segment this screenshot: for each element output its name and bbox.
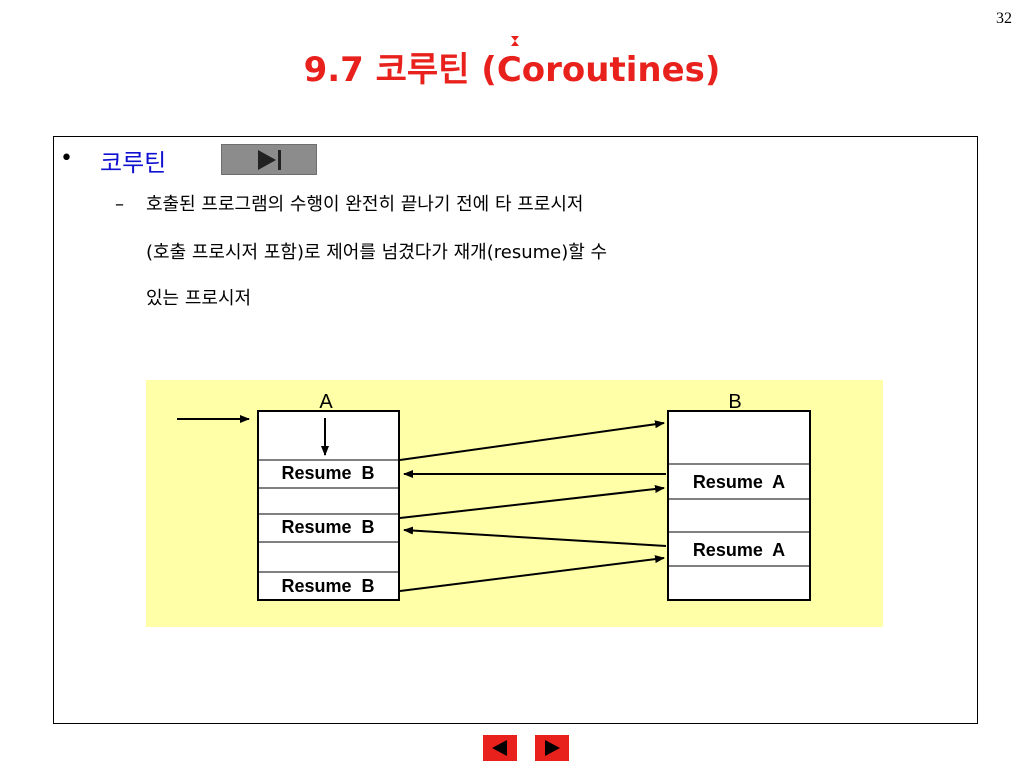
next-slide-button[interactable] (535, 735, 569, 761)
arrow-a-to-b-1 (399, 420, 665, 461)
bullet-heading: 코루틴 (100, 149, 167, 177)
label-a: A (319, 391, 333, 413)
a-cell-1: Resume B (281, 463, 374, 483)
hourglass-marker-icon (511, 36, 519, 46)
prev-slide-button[interactable] (483, 735, 517, 761)
triangle-left-icon (492, 740, 507, 756)
arrow-a-to-b-2 (399, 485, 665, 519)
arrow-b-to-a-2 (403, 526, 667, 547)
b-cell-1: Resume A (693, 472, 785, 492)
a-cell-2: Resume B (281, 517, 374, 537)
b-cell-2: Resume A (693, 540, 785, 560)
page-number: 32 (996, 10, 1012, 27)
slide-title: 9.7 코루틴 (Coroutines) (303, 50, 721, 90)
triangle-right-icon (545, 740, 560, 756)
coroutine-a-box: Resume B Resume B Resume B (257, 410, 400, 601)
sub-bullet-dash: – (115, 194, 124, 215)
play-button[interactable] (221, 144, 317, 175)
a-cell-3: Resume B (281, 576, 374, 596)
description-line-3: 있는 프로시저 (146, 288, 252, 309)
description-line-2: (호출 프로시저 포함)로 제어를 넘겼다가 재개(resume)할 수 (146, 242, 608, 263)
label-b: B (728, 391, 741, 413)
play-skip-icon (258, 150, 281, 170)
description-line-1: 호출된 프로그램의 수행이 완전히 끝나기 전에 타 프로시저 (146, 194, 584, 215)
arrow-a-to-b-3 (399, 555, 665, 592)
coroutine-b-box: Resume A Resume A (667, 410, 811, 601)
bullet-dot: • (60, 146, 73, 171)
